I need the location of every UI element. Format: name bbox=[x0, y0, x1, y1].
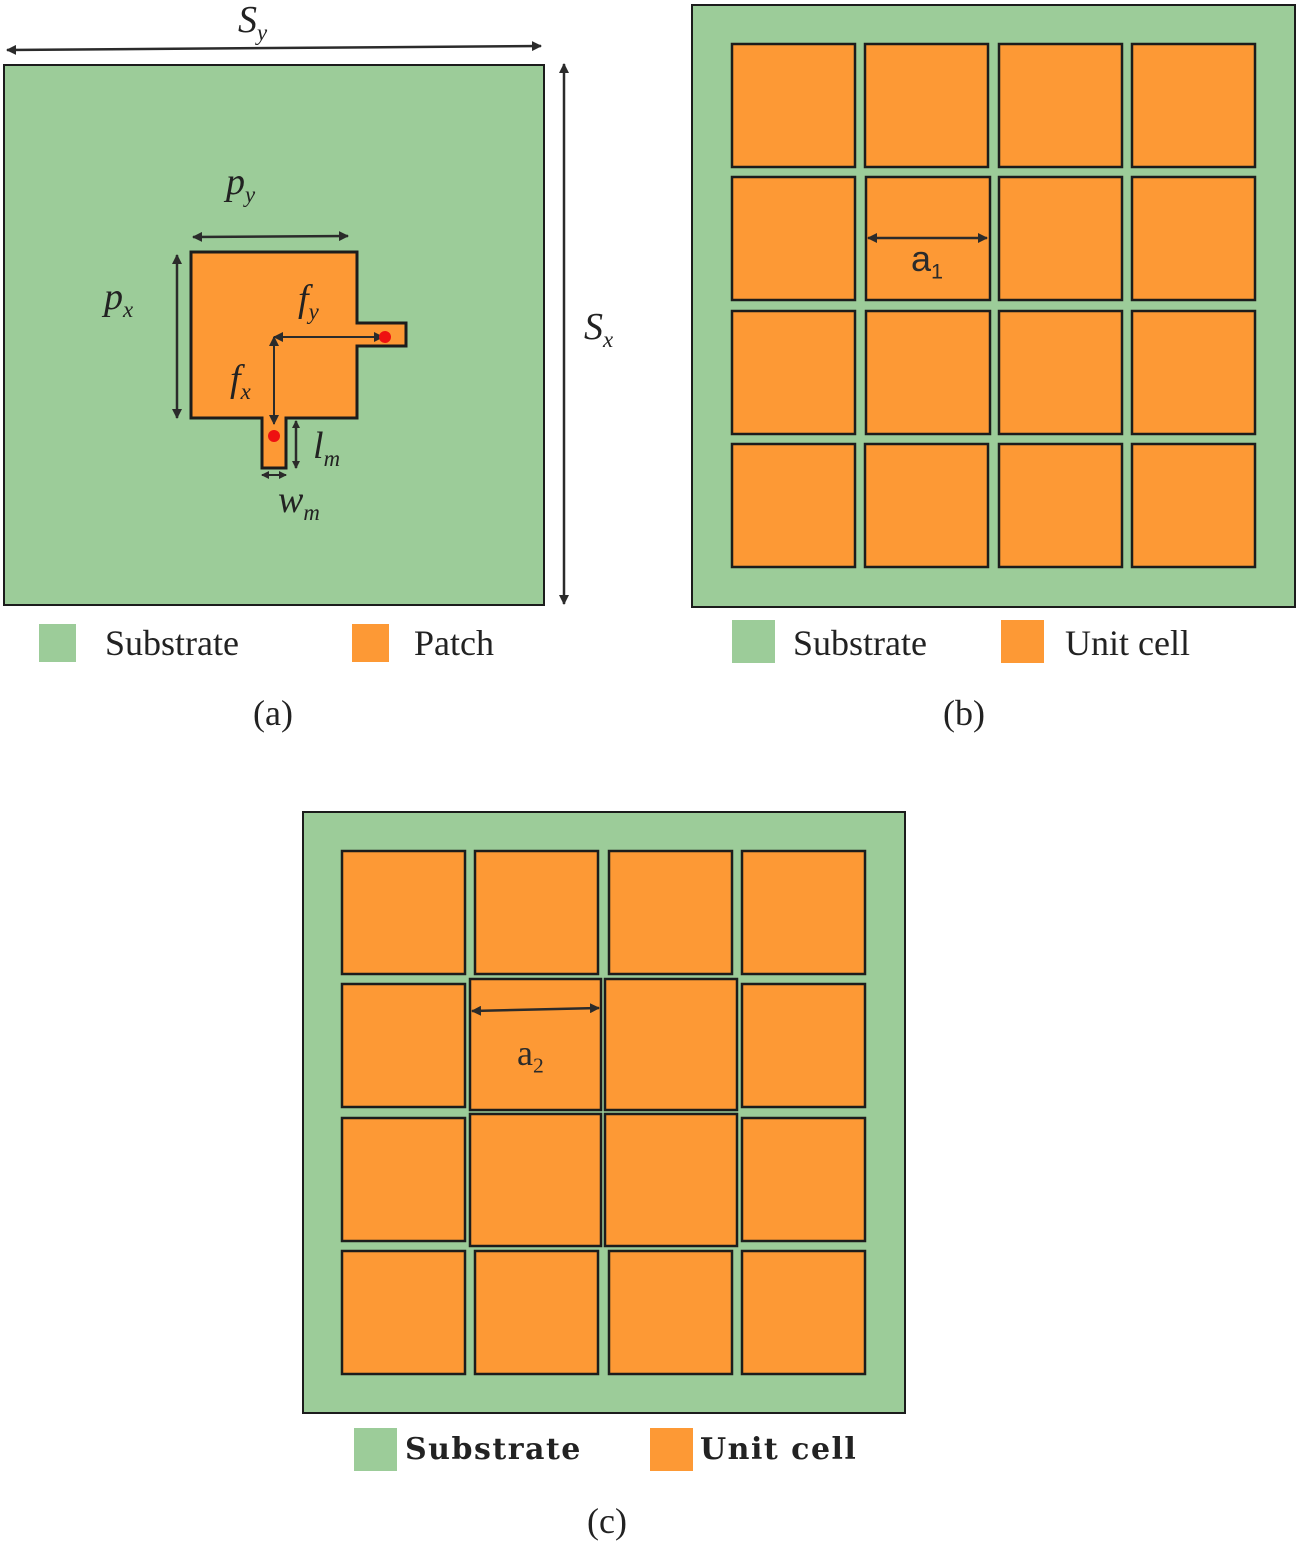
legend-label-unitcell-b: Unit cell bbox=[1065, 623, 1190, 663]
unit-cell-grid-c bbox=[340, 849, 867, 1376]
label-fy: fy bbox=[298, 278, 319, 324]
py-dimension-arrow bbox=[192, 231, 349, 242]
legend-label-substrate-a: Substrate bbox=[105, 623, 239, 663]
label-sx: Sx bbox=[584, 306, 614, 352]
sy-dimension-arrow bbox=[6, 41, 542, 55]
label-sy: Sy bbox=[238, 0, 268, 45]
legend-swatch-substrate-b bbox=[732, 620, 775, 663]
legend-label-substrate-b: Substrate bbox=[793, 623, 927, 663]
caption-b: (b) bbox=[943, 693, 985, 733]
panel-c-array bbox=[302, 811, 906, 1414]
legend-swatch-unitcell-c bbox=[650, 1428, 693, 1471]
legend-swatch-unitcell-b bbox=[1001, 620, 1044, 663]
label-fx: fx bbox=[230, 358, 251, 404]
feed-point-x bbox=[268, 430, 280, 442]
label-a1: a1 bbox=[911, 238, 944, 284]
feed-point-y bbox=[379, 331, 391, 343]
panel-a-antenna bbox=[3, 41, 569, 606]
legend-swatch-substrate-c bbox=[354, 1428, 397, 1471]
label-px: px bbox=[104, 276, 134, 322]
legend-swatch-substrate-a bbox=[39, 624, 76, 662]
patch bbox=[189, 250, 408, 470]
legend-label-patch-a: Patch bbox=[414, 623, 494, 663]
label-py: py bbox=[226, 161, 256, 207]
label-a2: a2 bbox=[517, 1033, 544, 1078]
legend-swatch-patch-a bbox=[352, 624, 389, 662]
legend-label-substrate-c: Substrate bbox=[405, 1432, 582, 1467]
caption-a: (a) bbox=[253, 693, 293, 733]
panel-b-array bbox=[691, 4, 1296, 608]
caption-c: (c) bbox=[587, 1501, 627, 1541]
label-lm: lm bbox=[313, 425, 341, 471]
label-wm: wm bbox=[278, 479, 320, 525]
legend-label-unitcell-c: Unit cell bbox=[700, 1432, 858, 1467]
a2-dimension-arrow bbox=[471, 1003, 600, 1016]
